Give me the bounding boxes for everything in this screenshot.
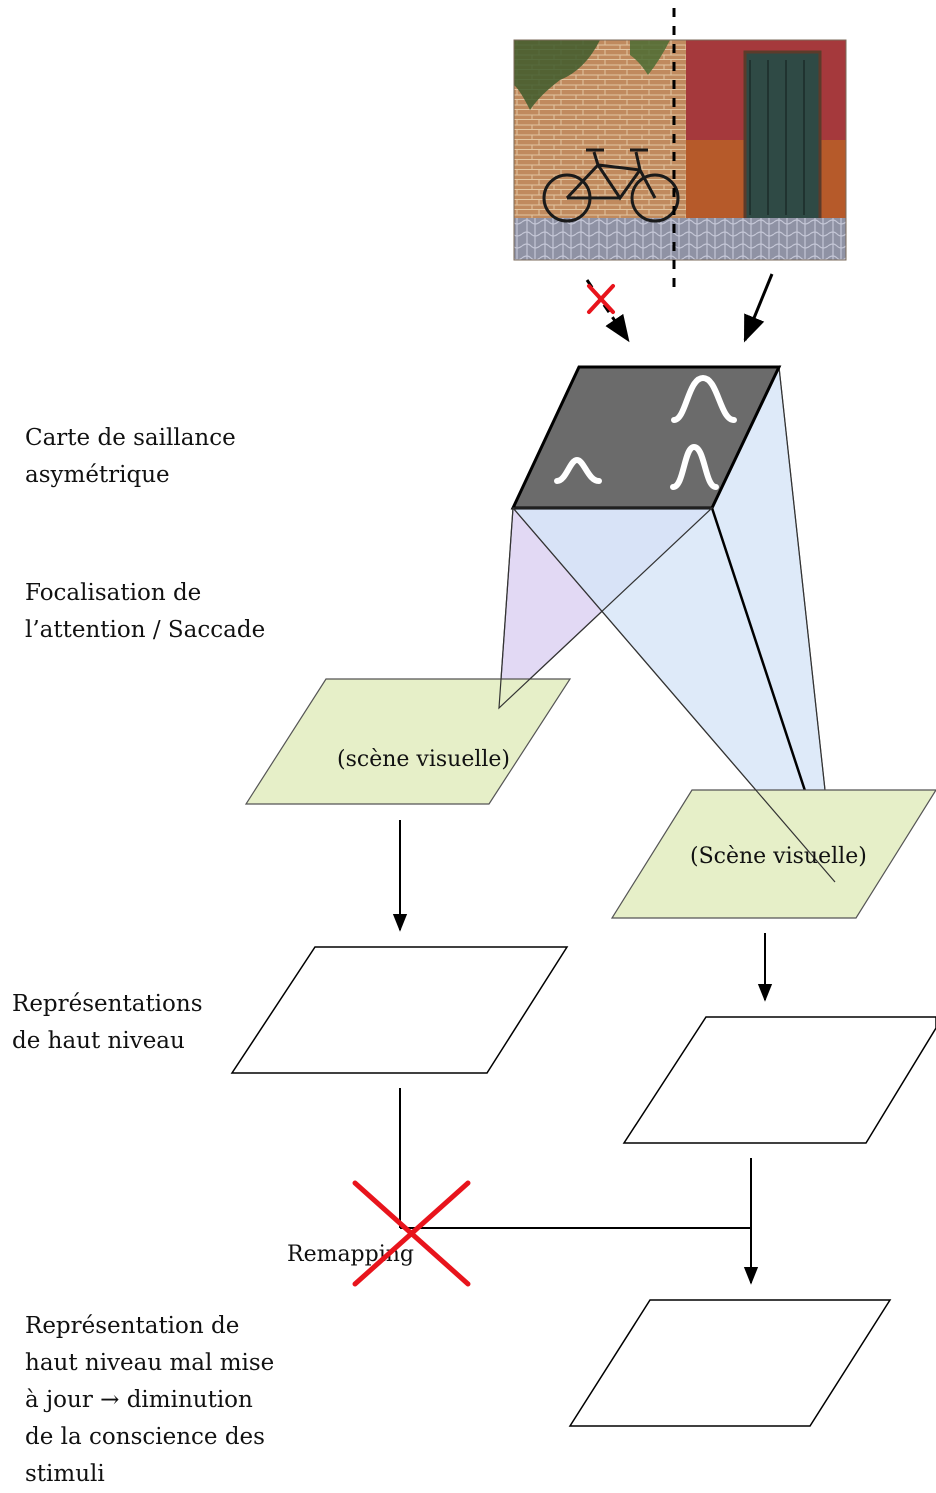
- remapping-blocked-cross: [352, 1180, 471, 1287]
- saliency-peak-icon: [554, 374, 737, 490]
- final-representation-plane: [568, 1299, 892, 1427]
- input-blocked-cross: [587, 284, 615, 314]
- bad-update-label: Représentation de haut niveau mal mise à…: [25, 1313, 275, 1487]
- visual-scene-plane-left: [244, 678, 572, 805]
- scene-right-label: (Scène visuelle): [690, 844, 867, 869]
- left-input-arrow: [585, 279, 630, 343]
- right-input-arrow: [743, 273, 774, 343]
- bicycle-icon: [542, 148, 680, 223]
- high-level-plane-right: [622, 1016, 936, 1144]
- visual-scene-plane-right: [610, 789, 936, 919]
- high-level-label: Représentations de haut niveau: [12, 991, 203, 1054]
- high-level-plane-left: [230, 946, 569, 1074]
- scene-photo: [513, 39, 847, 261]
- scene-left-label: (scène visuelle): [337, 747, 510, 772]
- remapping-label: Remapping: [287, 1242, 414, 1267]
- attention-focus-label: Focalisation de l’attention / Saccade: [25, 580, 266, 643]
- saliency-map-label: Carte de saillance asymétrique: [25, 425, 236, 488]
